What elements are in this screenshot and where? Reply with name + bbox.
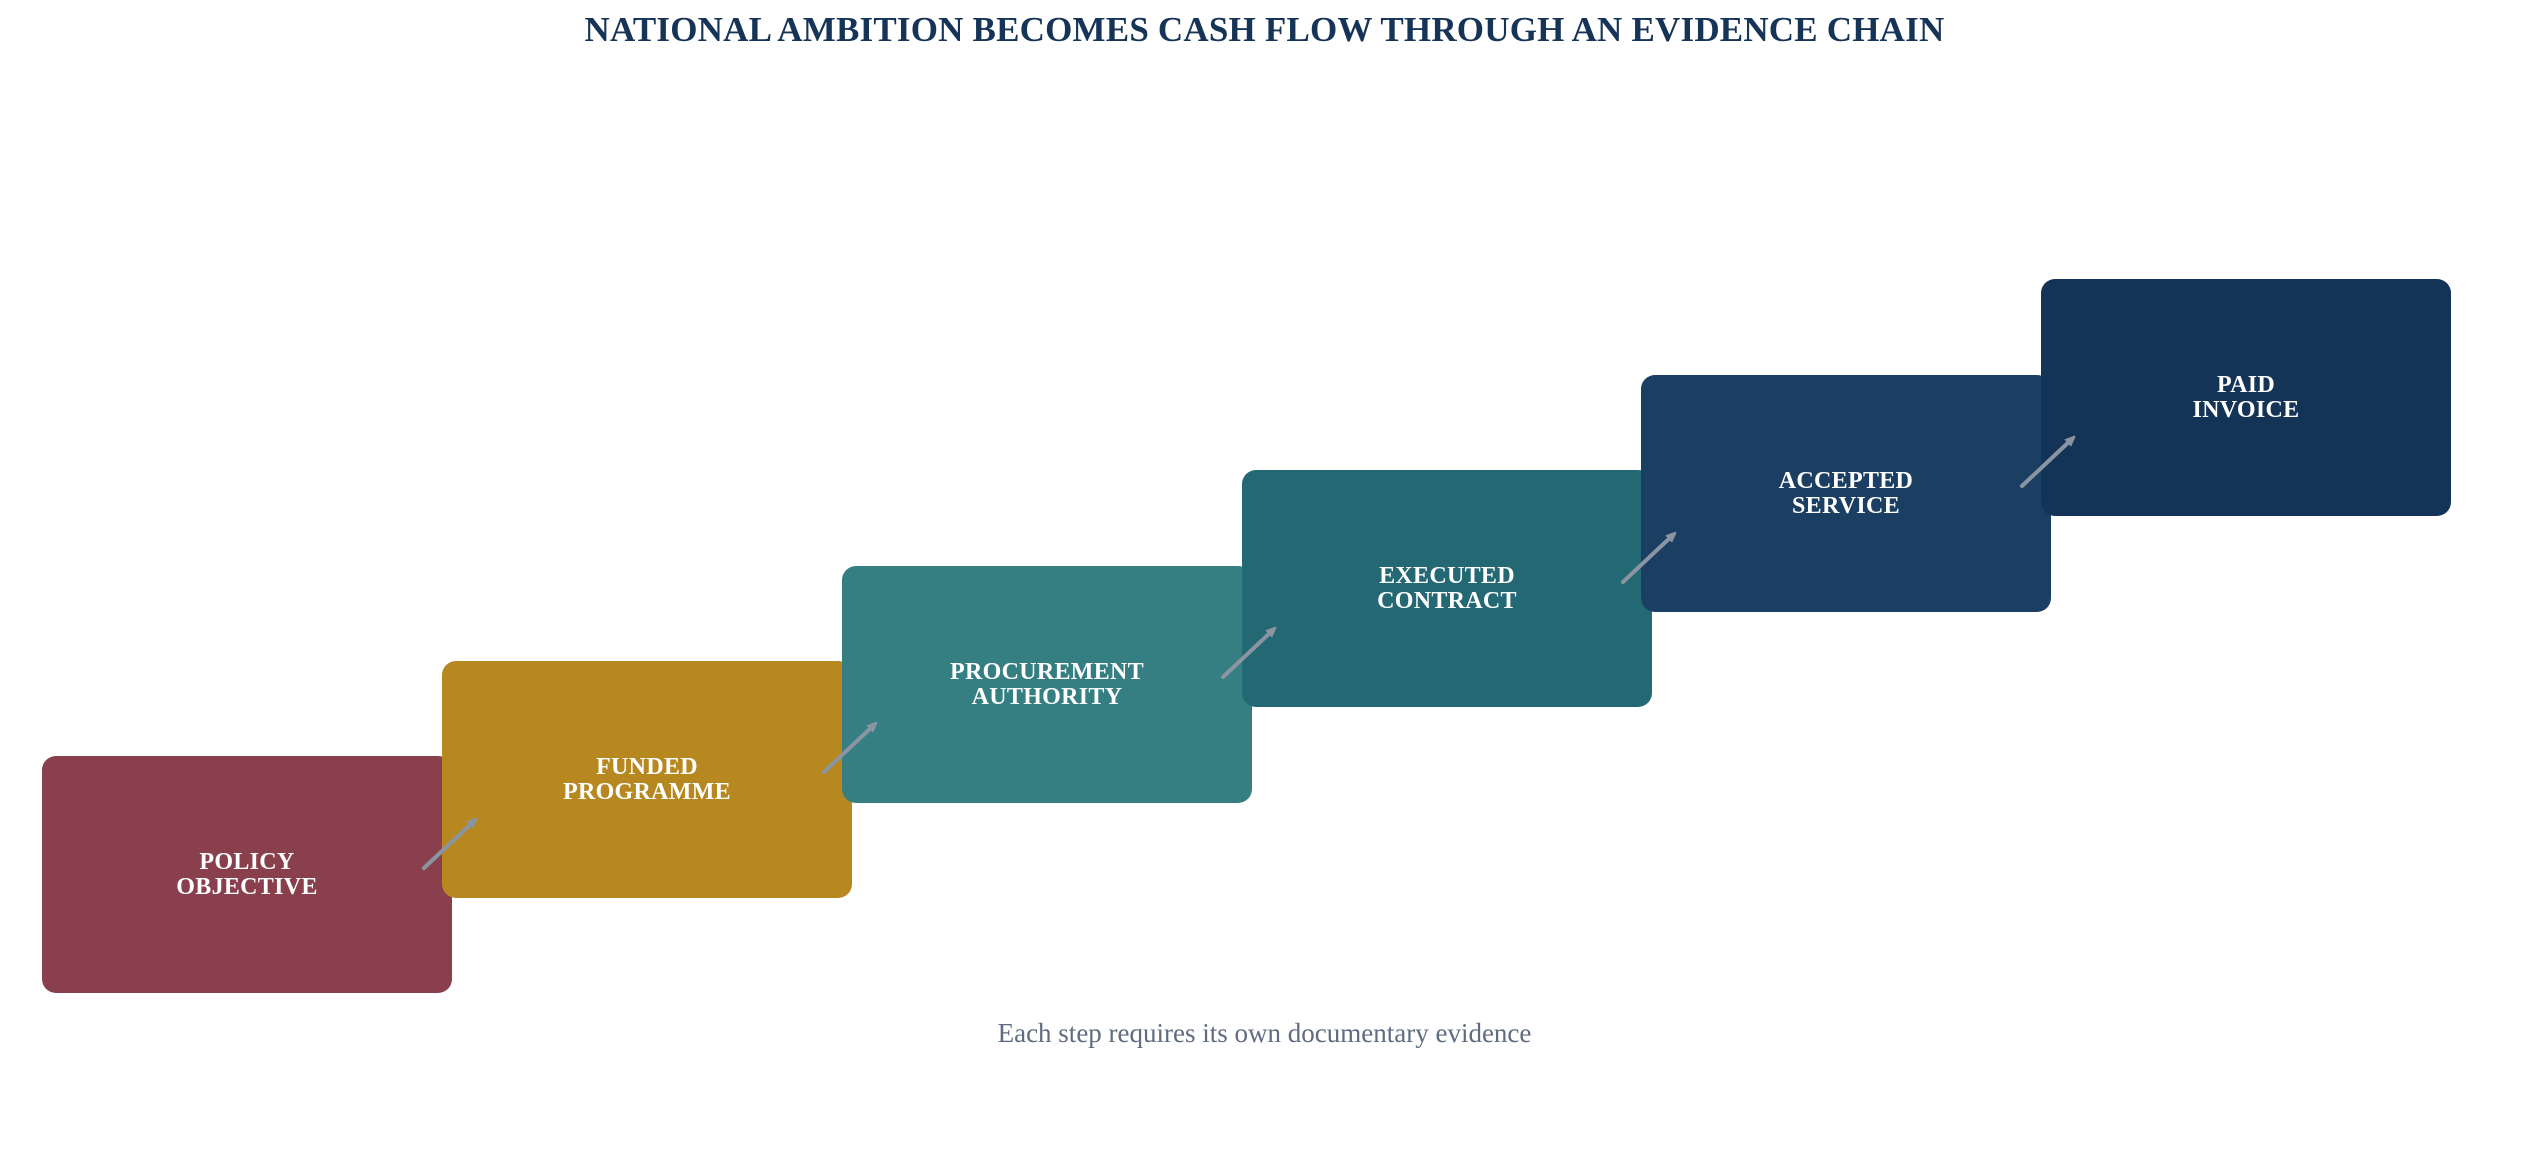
diagram-title: NATIONAL AMBITION BECOMES CASH FLOW THRO… xyxy=(584,10,1945,49)
connector-arrow-5 xyxy=(2020,439,2072,488)
step-label-line1: ACCEPTED xyxy=(1778,467,1914,494)
step-label-line1: POLICY xyxy=(199,848,295,875)
step-label-line2: OBJECTIVE xyxy=(176,873,318,900)
footer-note: Each step requires its own documentary e… xyxy=(997,1018,1532,1048)
step-policy-objective: POLICY OBJECTIVE xyxy=(42,756,452,993)
connector-arrow-3 xyxy=(1221,630,1273,679)
step-funded-programme: FUNDED PROGRAMME xyxy=(442,661,852,898)
step-label-line2: INVOICE xyxy=(2192,396,2300,423)
step-executed-contract: EXECUTED CONTRACT xyxy=(1242,470,1652,707)
step-label-line2: CONTRACT xyxy=(1377,587,1517,614)
step-label-line1: PAID xyxy=(2216,371,2276,398)
step-label-line1: EXECUTED xyxy=(1379,562,1515,589)
step-procurement-authority: PROCUREMENT AUTHORITY xyxy=(842,566,1252,803)
step-label-line1: FUNDED xyxy=(596,753,698,780)
connector-arrow-4 xyxy=(1621,535,1673,584)
step-label-line2: SERVICE xyxy=(1792,492,1900,519)
step-label-line2: PROGRAMME xyxy=(562,778,731,805)
step-accepted-service: ACCEPTED SERVICE xyxy=(1641,375,2051,612)
step-paid-invoice: PAID INVOICE xyxy=(2041,279,2451,516)
step-label-line2: AUTHORITY xyxy=(971,683,1123,710)
connector-arrow-2 xyxy=(822,725,874,774)
connector-arrow-1 xyxy=(422,821,474,870)
step-label-line1: PROCUREMENT xyxy=(950,658,1144,685)
